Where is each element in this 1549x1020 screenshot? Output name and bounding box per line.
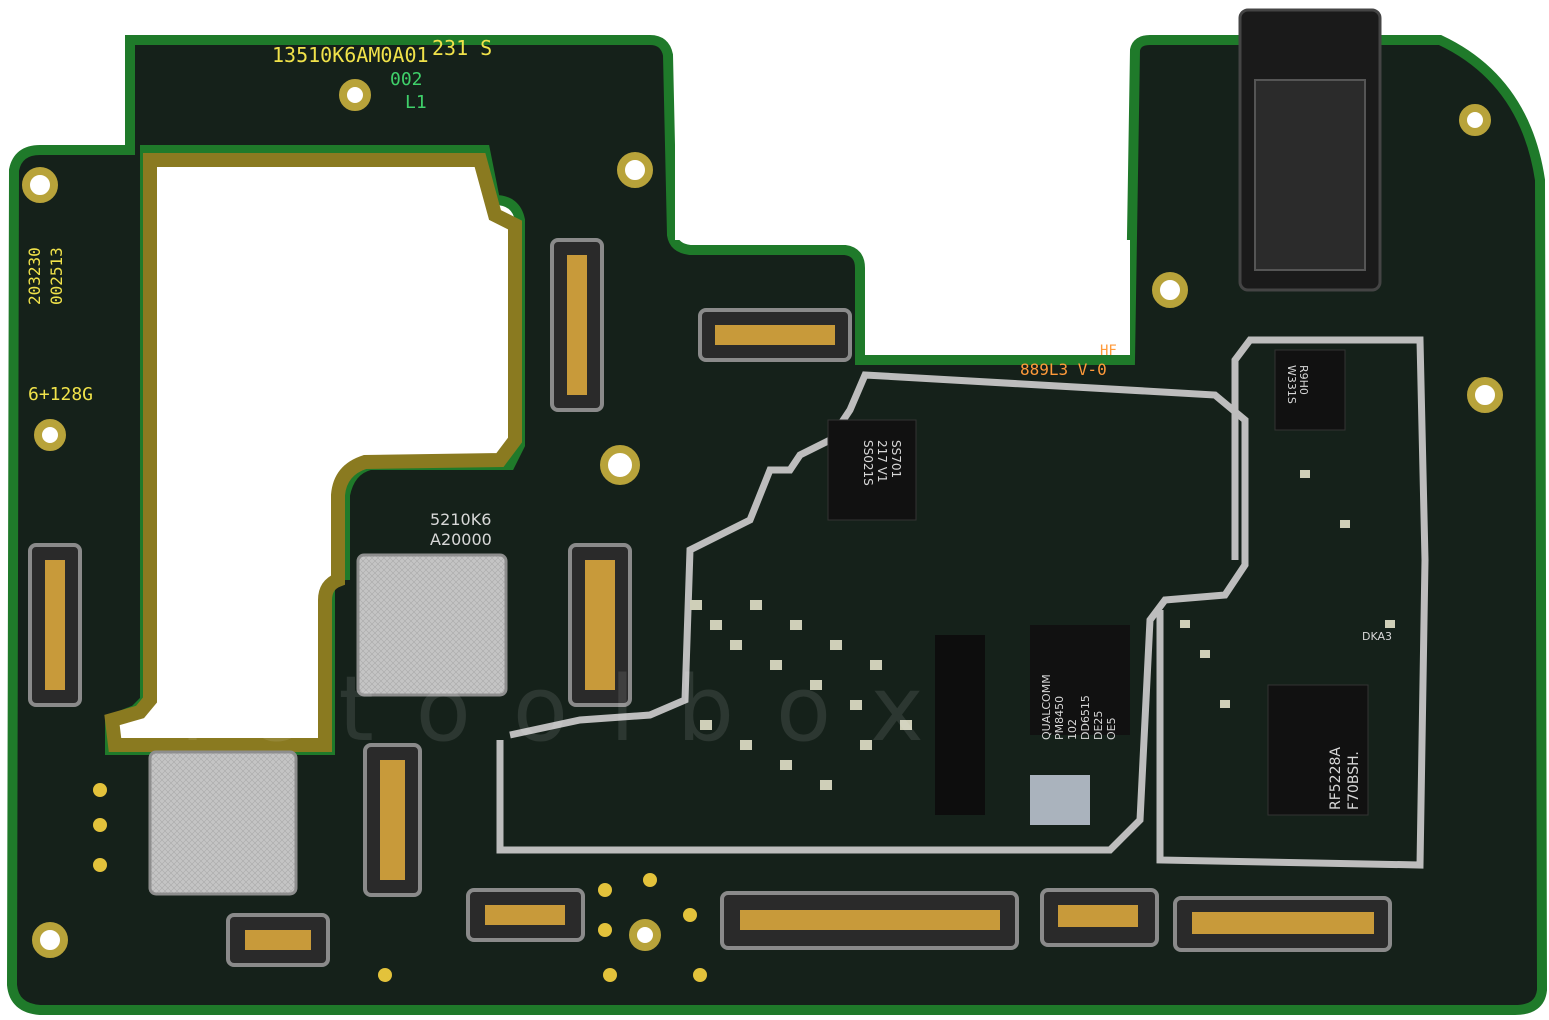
smd-components [690, 470, 1395, 790]
model-line1-label: 5210K6 [430, 510, 491, 529]
top-notch-2 [865, 240, 1130, 355]
connector-pins [45, 255, 1374, 950]
pmic-markings: QUALCOMM PM8450 102 DD6515 DE25 OE5 [1040, 674, 1118, 740]
square-chips-column [935, 635, 985, 815]
test-pads [93, 783, 707, 982]
rf-chip-markings: RF5228A F70BSH. [1328, 747, 1362, 810]
model-line2-label: A20000 [430, 530, 492, 549]
pmic-line6: OE5 [1105, 717, 1118, 740]
rf-line1: RF5228A [1328, 747, 1344, 810]
audio-jack-inner [1254, 79, 1366, 271]
pmic-line2: PM8450 [1053, 696, 1066, 740]
board-code-label: 889L3 V-0 [1020, 360, 1107, 379]
rev-line2-label: L1 [405, 92, 427, 113]
pmic-line4: DD6515 [1079, 695, 1092, 740]
rf-line2: F70BSH. [1346, 751, 1362, 810]
small-chip-line2: 217 V1 [875, 440, 889, 483]
left-code-1-label: 203230 [25, 247, 44, 305]
small-chip-line1: SS701 [889, 440, 903, 478]
silver-chip [1030, 775, 1090, 825]
top-right-chip-line2: W331S [1285, 365, 1298, 404]
small-chip-line3: SS021S [861, 440, 875, 486]
top-right-chip-markings: R9H0 W331S [1285, 365, 1310, 404]
shield-wall [496, 371, 1249, 854]
pmic-line5: DE25 [1092, 711, 1105, 740]
small-mark-1: DKA3 [1362, 630, 1392, 643]
board-cutout [104, 153, 522, 752]
shield-wall-right [1156, 336, 1429, 869]
pmic-line3: 102 [1066, 719, 1079, 740]
rf-chip [1267, 684, 1369, 816]
date-code-label: 231 S [432, 36, 492, 60]
top-right-chip-line1: R9H0 [1297, 365, 1310, 395]
top-right-chip [1274, 349, 1346, 431]
small-chip [827, 419, 917, 521]
memory-label: 6+128G [28, 384, 93, 405]
pmic-line1: QUALCOMM [1040, 674, 1053, 740]
shield-can-2 [148, 750, 298, 896]
small-chip-markings: SS701 217 V1 SS021S [861, 440, 903, 486]
shield-can-1 [356, 553, 508, 697]
hf-mark-label: HF [1100, 343, 1117, 359]
left-code-2-label: 002513 [47, 247, 66, 305]
top-notch [675, 0, 1125, 240]
watermark: ictoolbox [180, 657, 966, 762]
rev-line1-label: 002 [390, 69, 423, 90]
mounting-holes [22, 79, 1503, 958]
pmic-chip [1030, 625, 1130, 735]
part-number-label: 13510K6AM0A01 [272, 43, 429, 67]
